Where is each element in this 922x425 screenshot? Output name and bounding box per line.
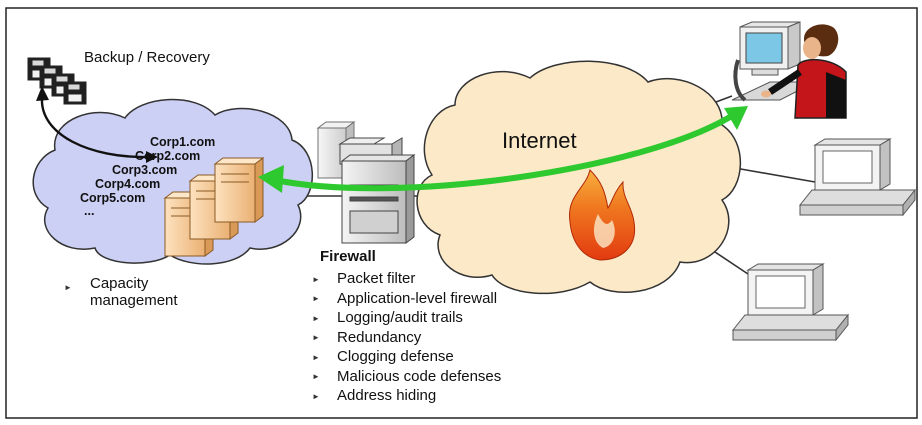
floppy-disks-icon [27,57,87,105]
hosting-servers-icon [163,157,265,257]
workstation-icon [731,263,850,342]
hosted-domain: Corp2.com [135,149,201,163]
firewall-feature-list: ►Packet filter ►Application-level firewa… [312,269,501,406]
internet-label: Internet [502,128,577,153]
firewall-feature: ►Packet filter [312,270,416,287]
hosted-domain: Corp5.com [80,191,146,205]
firewall-server-icon [316,121,416,244]
firewall-feature: ►Application-level firewall [312,289,498,307]
hosted-domain: Corp4.com [95,177,161,191]
capacity-line-2: management [90,292,178,309]
bullet-icon: ► [312,294,320,304]
link-internet-workstation-1 [734,167,816,183]
backup-arrow [36,86,158,163]
firewall-feature: ►Address hiding [312,387,437,405]
bullet-icon: ► [312,274,320,284]
hosted-domain: Corp3.com [112,163,178,177]
bullet-icon: ► [312,391,320,401]
hosting-cloud [32,98,313,265]
firewall-feature: ►Clogging defense [312,348,454,366]
hosted-domain: Corp1.com [150,135,216,149]
traffic-arrow [258,106,748,193]
workstation-icon [798,138,917,217]
hosted-domain: ... [84,204,95,218]
user-workstation-icon [731,21,847,119]
firewall-title: Firewall [320,248,376,265]
firewall-feature: ►Logging/audit trails [312,309,463,327]
bullet-icon: ► [312,333,320,343]
bullet-icon: ► [312,352,320,362]
flame-icon [569,169,636,261]
firewall-feature: ►Malicious code defenses [312,367,502,385]
bullet-icon: ► [312,372,320,382]
internet-cloud [416,60,742,295]
capacity-management-item: ► Capacity management [64,275,178,309]
backup-recovery-label: Backup / Recovery [84,49,210,66]
firewall-feature: ►Redundancy [312,328,422,346]
diagram-border [5,7,918,419]
bullet-icon: ► [64,283,72,292]
bullet-icon: ► [312,313,320,323]
capacity-line-1: Capacity [90,275,149,292]
